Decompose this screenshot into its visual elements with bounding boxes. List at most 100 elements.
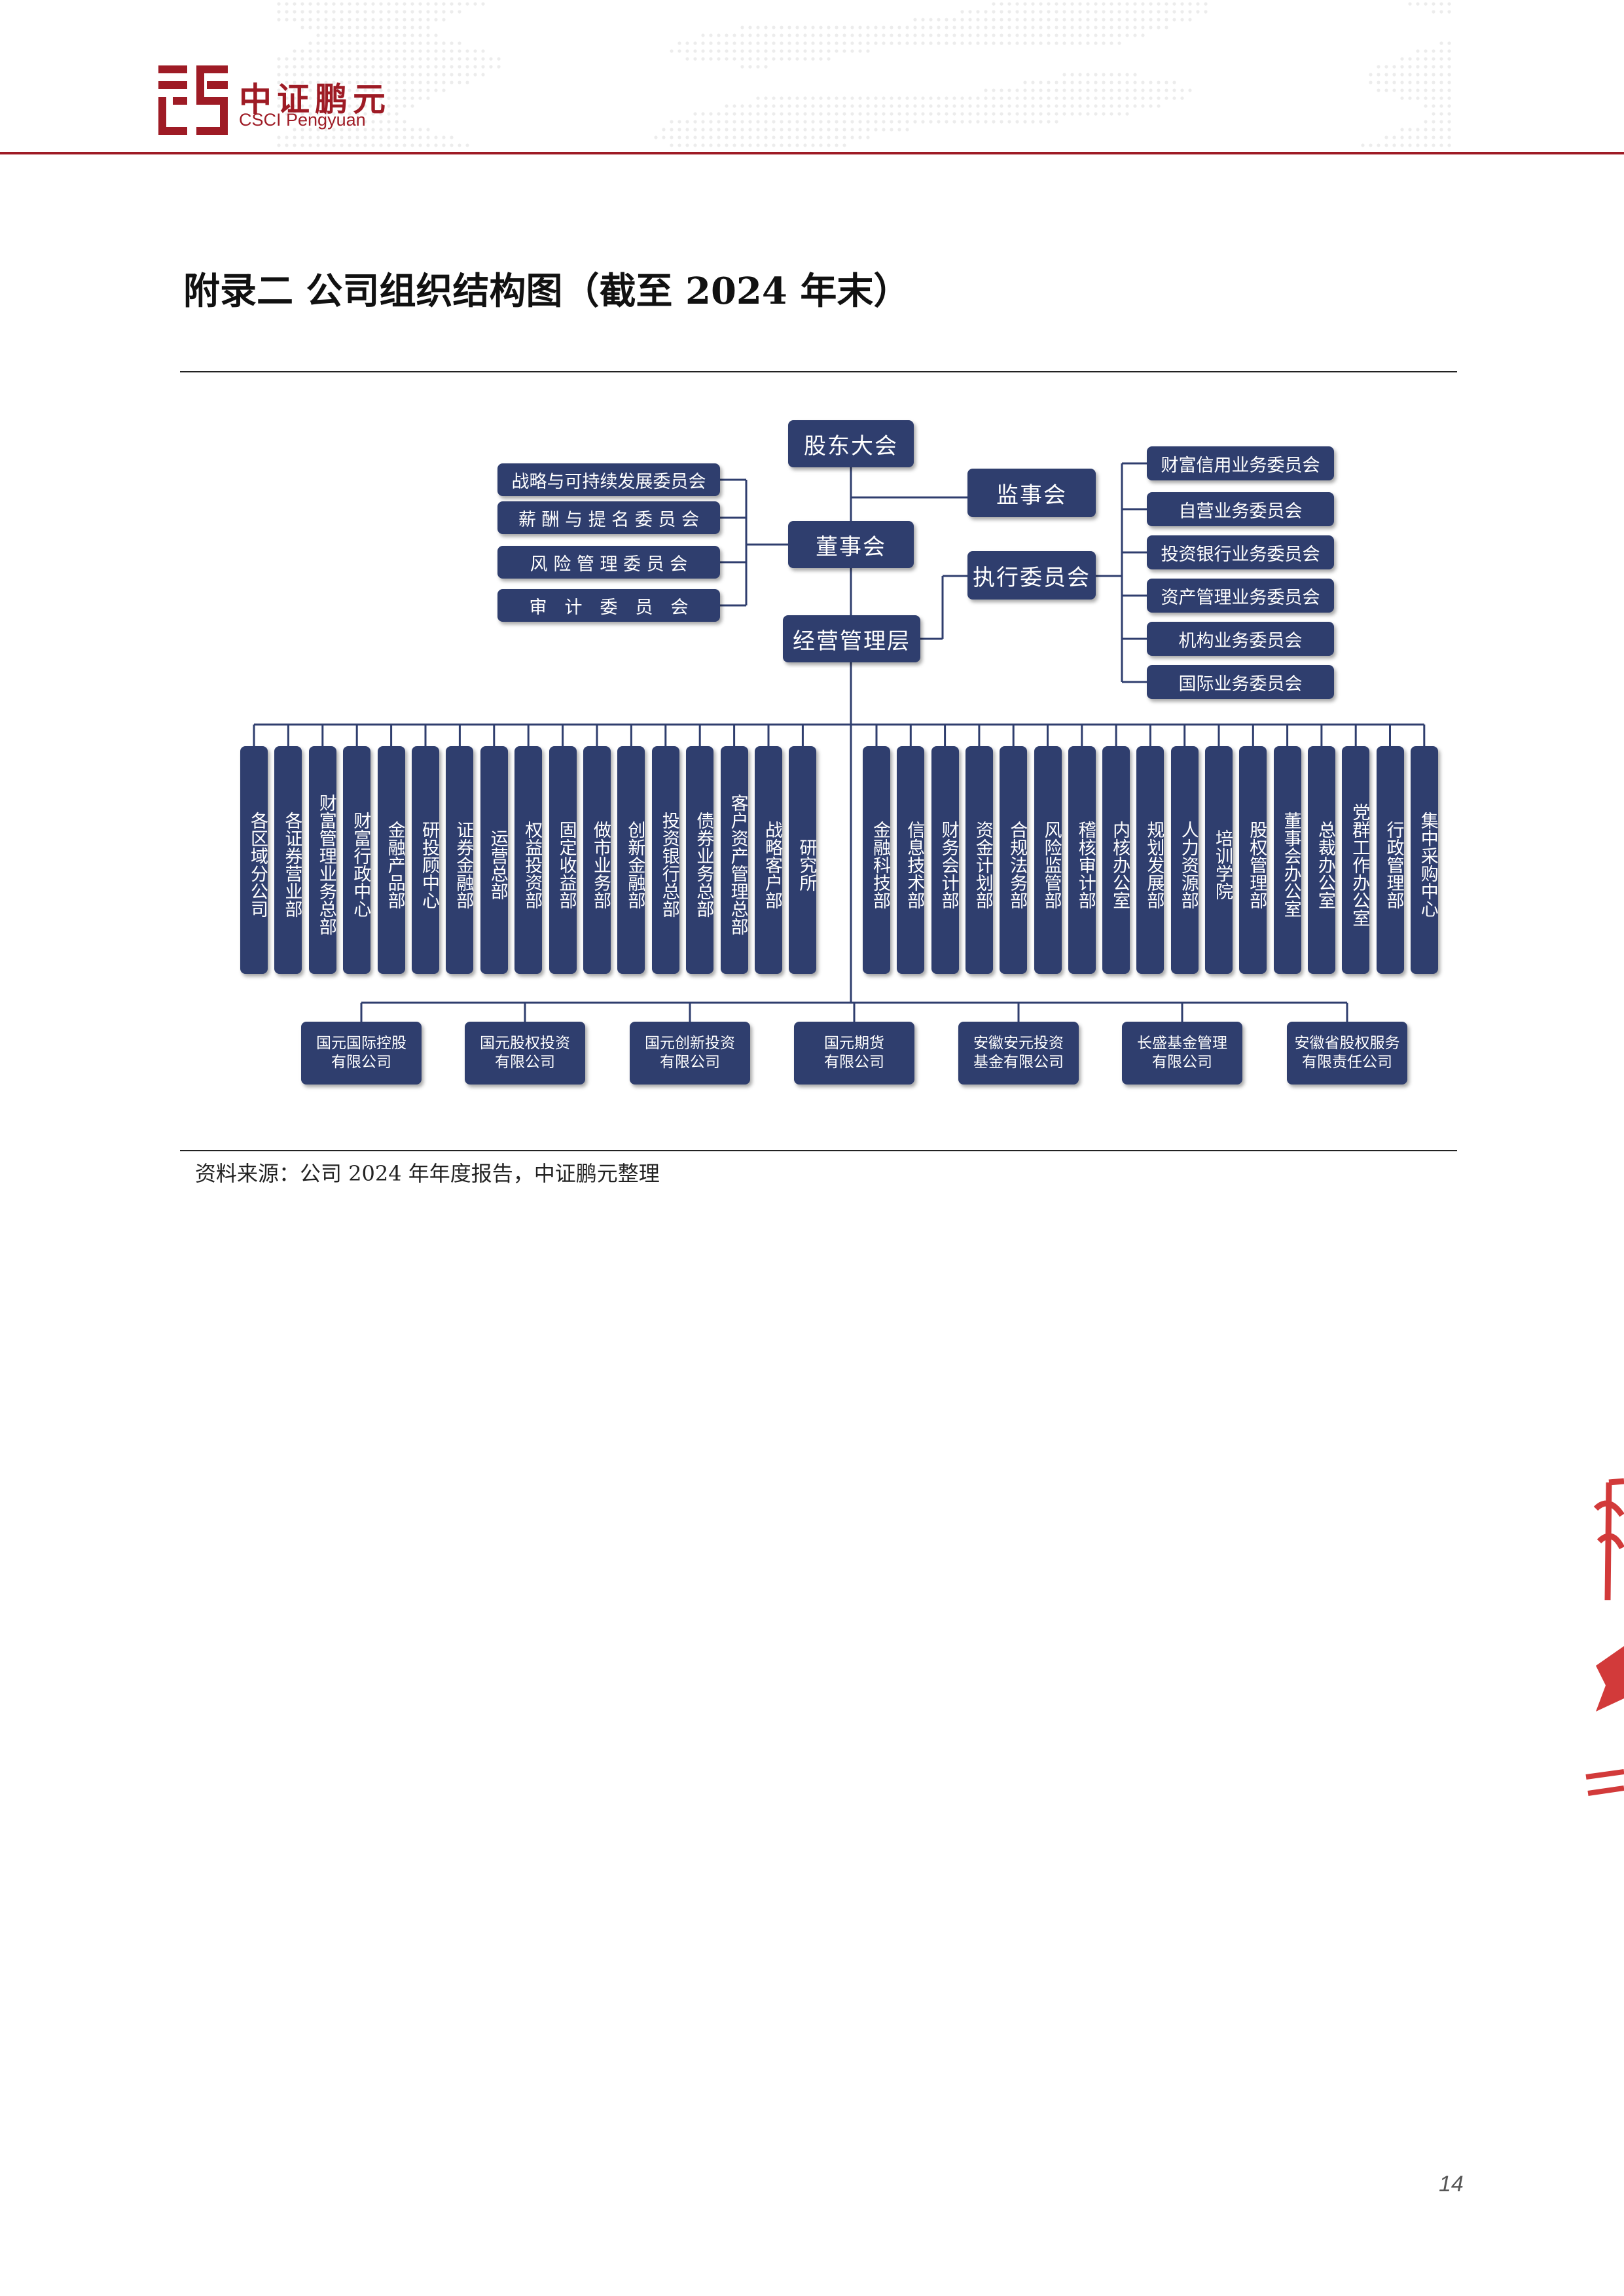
map-dot (717, 33, 721, 37)
department-box: 稽核审计部 (1068, 746, 1096, 974)
map-dot (787, 104, 791, 108)
department-box: 各证券营业部 (274, 746, 302, 974)
map-dot (1432, 57, 1435, 61)
map-dot (1007, 41, 1011, 45)
map-dot (960, 104, 964, 108)
map-dot (897, 96, 901, 100)
map-dot (1023, 33, 1027, 37)
map-dot (1094, 96, 1098, 100)
map-dot (387, 41, 391, 45)
map-dot (976, 18, 980, 22)
map-dot (1078, 2, 1082, 6)
map-dot (787, 96, 791, 100)
map-dot (403, 49, 406, 53)
map-dot (1070, 33, 1074, 37)
map-dot (308, 49, 312, 53)
map-dot (787, 49, 791, 53)
map-dot (1172, 88, 1176, 92)
department-box: 创新金融部 (617, 746, 645, 974)
map-dot (1172, 96, 1176, 100)
map-dot (740, 143, 744, 147)
map-dot (740, 57, 744, 61)
map-dot (1439, 88, 1443, 92)
map-dot (945, 104, 948, 108)
map-dot (355, 65, 359, 69)
map-dot (355, 112, 359, 116)
map-dot (371, 112, 375, 116)
map-dot (701, 143, 705, 147)
map-dot (300, 57, 304, 61)
map-dot (858, 135, 862, 139)
map-dot (363, 10, 367, 14)
map-dot (780, 120, 784, 124)
map-dot (1157, 26, 1161, 29)
map-dot (1031, 81, 1035, 84)
map-dot (324, 49, 328, 53)
map-dot (1408, 143, 1412, 147)
map-dot (395, 26, 399, 29)
map-dot (1007, 26, 1011, 29)
map-dot (1117, 112, 1121, 116)
map-dot (811, 128, 815, 132)
map-dot (1086, 26, 1090, 29)
map-dot (324, 41, 328, 45)
map-dot (1416, 2, 1420, 6)
map-dot (913, 41, 917, 45)
map-dot (811, 120, 815, 124)
map-dot (387, 33, 391, 37)
map-dot (1424, 143, 1428, 147)
map-dot (1432, 143, 1435, 147)
map-dot (458, 73, 461, 77)
map-dot (348, 96, 352, 100)
map-dot (1125, 33, 1129, 37)
map-dot (300, 135, 304, 139)
map-dot (293, 65, 297, 69)
map-dot (1023, 81, 1027, 84)
map-dot (426, 18, 430, 22)
map-dot (787, 143, 791, 147)
map-dot (332, 18, 336, 22)
map-dot (803, 49, 807, 53)
map-dot (882, 104, 886, 108)
map-dot (410, 73, 414, 77)
map-dot (780, 26, 784, 29)
map-dot (811, 104, 815, 108)
map-dot (992, 10, 996, 14)
map-dot (379, 128, 383, 132)
map-dot (1439, 73, 1443, 77)
map-dot (717, 135, 721, 139)
map-dot (371, 96, 375, 100)
map-dot (340, 41, 344, 45)
map-dot (905, 41, 909, 45)
map-dot (426, 33, 430, 37)
map-dot (984, 120, 988, 124)
map-dot (1432, 112, 1435, 116)
map-dot (1070, 112, 1074, 116)
map-dot (937, 112, 941, 116)
map-dot (426, 73, 430, 77)
map-dot (434, 10, 438, 14)
map-dot (1133, 33, 1137, 37)
map-dot (340, 33, 344, 37)
map-dot (842, 33, 846, 37)
map-dot (1078, 81, 1082, 84)
department-box: 股权管理部 (1239, 746, 1267, 974)
map-dot (984, 26, 988, 29)
department-box: 党群工作办公室 (1342, 746, 1370, 974)
map-dot (709, 33, 713, 37)
map-dot (1164, 18, 1168, 22)
map-dot (850, 128, 854, 132)
map-dot (1125, 96, 1129, 100)
map-dot (701, 128, 705, 132)
map-dot (1062, 10, 1066, 14)
map-dot (1377, 88, 1380, 92)
map-dot (984, 10, 988, 14)
map-dot (308, 135, 312, 139)
map-dot (905, 104, 909, 108)
map-dot (395, 128, 399, 132)
map-dot (395, 10, 399, 14)
map-dot (1408, 96, 1412, 100)
map-dot (348, 73, 352, 77)
map-dot (316, 33, 320, 37)
map-dot (976, 112, 980, 116)
